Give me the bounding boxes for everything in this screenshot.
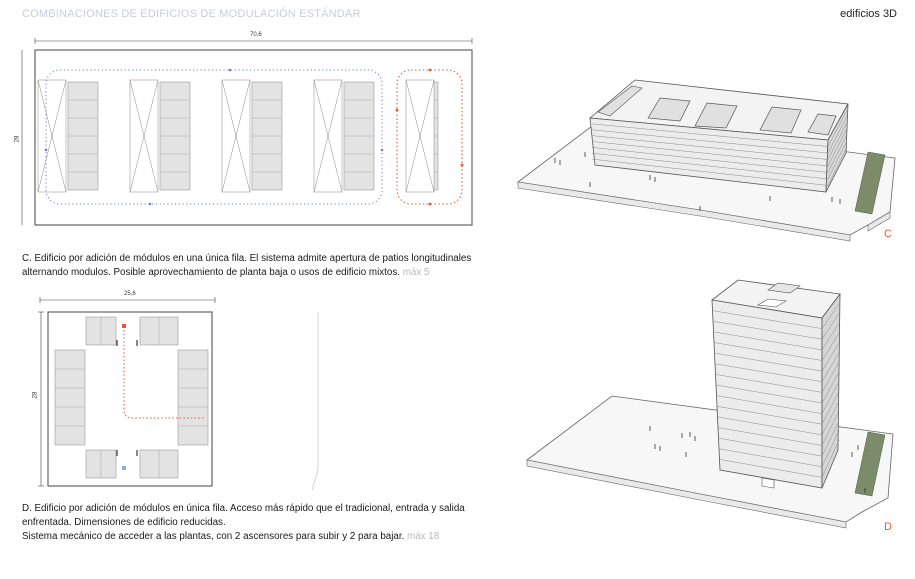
view-d-floor-line [719, 459, 823, 478]
view-d-floor-line [714, 352, 823, 372]
view-d-floor-line [821, 323, 840, 351]
view-d-floor-line [821, 362, 840, 393]
plan-c-void-cross [313, 79, 343, 193]
plan-d-module [177, 349, 209, 446]
section-tag: edificios 3D [840, 8, 897, 20]
view-d-floor-line [821, 401, 840, 435]
view-d-floor-line [821, 391, 840, 425]
view-d-floor-line [821, 440, 840, 478]
view-d-floor-line [821, 371, 840, 404]
view-d-floor-line [821, 420, 840, 457]
view-d-floor-line [714, 363, 823, 382]
view-d-floor-line [717, 427, 823, 446]
plan-c-void-cross [129, 79, 159, 193]
view-d-floor-line [821, 410, 840, 446]
view-d-floor-line [715, 374, 823, 393]
view-c-floor-line [827, 110, 848, 147]
plan-d-caption-line2: enfrentada. Dimensiones de edificio redu… [22, 517, 226, 528]
view-d-floor-line [716, 395, 823, 414]
plan-d-caption: D. Edificio por adición de módulos en ún… [22, 502, 502, 544]
view-c-floor-line [827, 134, 848, 173]
view-c-floor-line [591, 158, 829, 186]
view-d-floor-line [718, 437, 823, 457]
view-d-floor-line [821, 352, 840, 382]
plan-c-void-cross [405, 79, 435, 193]
view-c-floor-line [827, 122, 848, 160]
view-c-floor-line [591, 141, 829, 167]
view-c-label: C [884, 228, 892, 240]
view-d-floor-line [821, 381, 840, 414]
plan-c-caption-max: máx 5 [402, 267, 430, 278]
view-d-floor-line [718, 448, 823, 467]
plan-c-caption: C. Edificio por adición de módulos en un… [22, 252, 492, 280]
view-d-label: D [884, 521, 892, 533]
plan-c-void-cross [37, 79, 67, 193]
plan-d-caption-line3-wrap: Sistema mecánico de acceder a las planta… [22, 530, 502, 544]
view-d-floor-line [713, 331, 823, 351]
view-d-floor-line [712, 310, 823, 329]
view-d-floor-line [821, 342, 840, 372]
plan-c-caption-line2: alternando modulos. Posible aprovechamie… [22, 267, 400, 278]
plan-c-caption-line1: C. Edificio por adición de módulos en un… [22, 253, 472, 264]
view-d-floor-line [716, 406, 823, 425]
plan-d-caption-max: máx 18 [407, 531, 440, 542]
plan-d-caption-line3: Sistema mecánico de acceder a las planta… [22, 531, 405, 542]
view-c-floor-line [591, 153, 829, 180]
view-c-floor-line [591, 123, 829, 147]
plan-d-caption-line1: D. Edificio por adición de módulos en ún… [22, 503, 465, 514]
view-c-floor-line [591, 147, 829, 173]
view-c-floor-line [827, 140, 848, 180]
plan-d-module [54, 349, 86, 446]
plan-c-width-label: 70,6 [250, 32, 262, 38]
view-d-floor-line [713, 342, 823, 361]
view-d-floor-line [821, 303, 840, 329]
plan-c-void-cross [221, 79, 251, 193]
plan-d-width-label: 25,6 [124, 291, 136, 297]
view-c-floor-line [827, 128, 848, 167]
view-d-floor-line [715, 384, 823, 404]
view-c-floor-line [591, 129, 829, 154]
view-d-floor-line [821, 313, 840, 340]
view-d-floor-line [821, 430, 840, 467]
view-c-floor-line [591, 135, 829, 160]
view-c-floor-line [827, 146, 848, 186]
plan-c-caption-line2-wrap: alternando modulos. Posible aprovechamie… [22, 266, 492, 280]
view-c-floor-line [827, 116, 848, 154]
view-d-floor-line [821, 332, 840, 361]
page-title: COMBINACIONES DE EDIFICIOS DE MODULACIÓN… [22, 8, 361, 20]
view-d-floor-line [712, 321, 823, 340]
view-d-floor-line [717, 416, 823, 436]
